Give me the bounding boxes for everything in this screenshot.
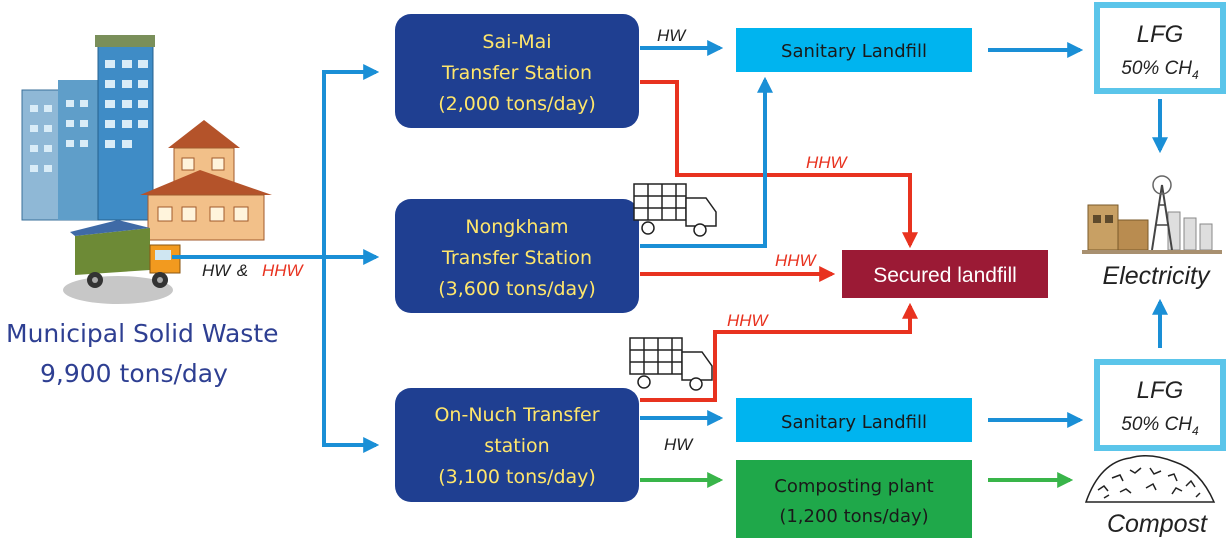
label-onnuch-hhw: HHW — [727, 311, 770, 330]
garbage-truck-icon — [63, 220, 181, 304]
compost-pile-icon — [1084, 455, 1216, 503]
label-saimai-hhw: HHW — [806, 153, 849, 172]
svg-text:50% CH4: 50% CH4 — [1121, 58, 1199, 82]
source-quantity: 9,900 tons/day — [40, 359, 228, 388]
lfg-box-bottom: LFG 50% CH4 — [1094, 359, 1226, 451]
arrow-saimai-to-secured — [640, 80, 918, 249]
sanitary-landfill-top: Sanitary Landfill — [736, 28, 972, 72]
station-nongkham: Nongkham Transfer Station (3,600 tons/da… — [395, 199, 639, 313]
secured-landfill-label: Secured landfill — [873, 264, 1017, 287]
label-saimai-hw: HW — [657, 26, 687, 45]
station-nongkham-line1: Nongkham — [465, 216, 568, 238]
truck-icon-2 — [629, 337, 713, 391]
station-onnuch-line3: (3,100 tons/day) — [438, 466, 596, 488]
lfg-top-title: LFG — [1137, 21, 1184, 48]
station-saimai-line2: Transfer Station — [441, 62, 592, 84]
electricity-label: Electricity — [1103, 262, 1211, 290]
power-plant-icon — [1082, 175, 1222, 254]
station-onnuch-line1: On-Nuch Transfer — [434, 404, 599, 426]
lfg-bottom-sub-index: 4 — [1192, 424, 1199, 438]
composting-plant: Composting plant (1,200 tons/day) — [736, 460, 972, 538]
station-onnuch-line2: station — [484, 435, 549, 457]
house-icon — [140, 120, 272, 241]
compost-label: Compost — [1107, 510, 1208, 538]
source-title: Municipal Solid Waste — [6, 319, 279, 348]
station-onnuch: On-Nuch Transfer station (3,100 tons/day… — [395, 388, 639, 502]
main-distribution-arrows — [172, 64, 380, 453]
sanitary-landfill-bottom: Sanitary Landfill — [736, 398, 972, 442]
arrow-to-onnuch — [322, 257, 380, 453]
svg-text:50% CH4: 50% CH4 — [1121, 414, 1199, 438]
sanitary-landfill-top-label: Sanitary Landfill — [781, 41, 927, 62]
station-saimai-line1: Sai-Mai — [482, 31, 551, 53]
composting-plant-line2: (1,200 tons/day) — [779, 506, 928, 527]
composting-plant-line1: Composting plant — [774, 476, 933, 497]
lfg-top-sub-index: 4 — [1192, 68, 1199, 82]
arrow-onnuch-to-secured — [640, 302, 918, 402]
lfg-box-top: LFG 50% CH4 — [1094, 2, 1226, 94]
city-buildings-icon — [21, 35, 155, 221]
station-nongkham-line3: (3,600 tons/day) — [438, 278, 596, 300]
label-onnuch-hw: HW — [664, 435, 694, 454]
secured-landfill: Secured landfill — [842, 250, 1048, 298]
sanitary-landfill-bottom-label: Sanitary Landfill — [781, 412, 927, 433]
arrow-nongkham-to-sanitary — [640, 76, 773, 248]
flow-label-hw: HW — [202, 261, 232, 280]
flow-label-hhw: HHW — [262, 261, 305, 280]
truck-icon — [633, 183, 717, 237]
label-nongkham-hhw: HHW — [775, 251, 818, 270]
lfg-bottom-title: LFG — [1137, 377, 1184, 404]
station-nongkham-line2: Transfer Station — [441, 247, 592, 269]
arrow-to-saimai — [322, 64, 380, 257]
lfg-bottom-sub: 50% CH — [1121, 414, 1192, 435]
flow-label-amp: & — [232, 261, 253, 280]
station-saimai-line3: (2,000 tons/day) — [438, 93, 596, 115]
lfg-top-sub: 50% CH — [1121, 58, 1192, 79]
station-saimai: Sai-Mai Transfer Station (2,000 tons/day… — [395, 14, 639, 128]
